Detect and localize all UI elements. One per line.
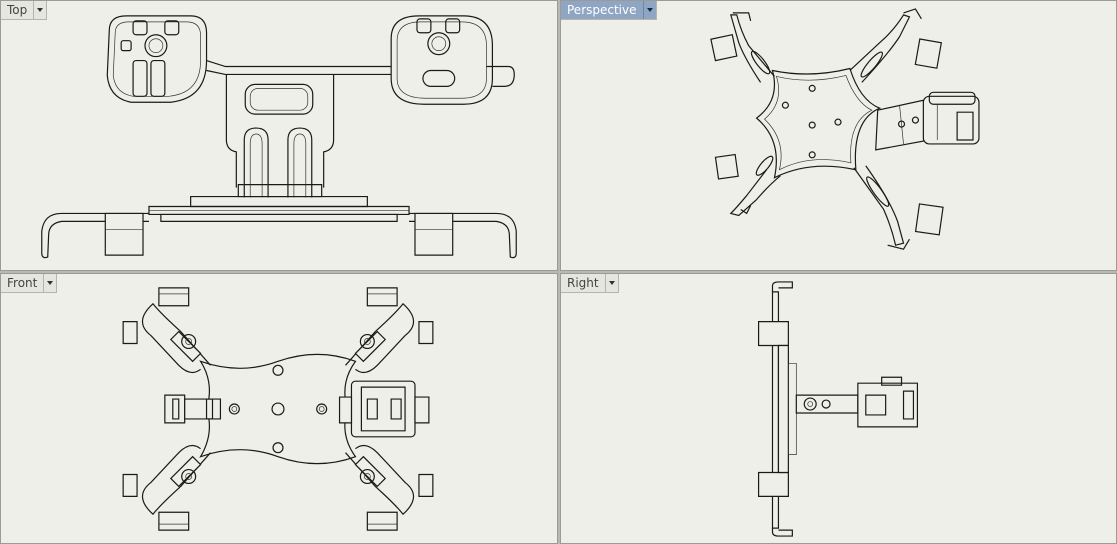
right-view-drawing[interactable] [561, 274, 1116, 543]
viewport-menu-button[interactable] [43, 274, 56, 292]
viewport-title[interactable]: Top [7, 3, 28, 17]
viewport-tab-perspective[interactable]: Perspective [561, 1, 657, 20]
viewport-title[interactable]: Front [7, 276, 38, 290]
viewport-tab-right[interactable]: Right [561, 274, 619, 293]
viewport-menu-button[interactable] [33, 1, 46, 19]
chevron-down-icon [47, 281, 54, 285]
viewport-menu-button[interactable] [604, 274, 618, 292]
chevron-down-icon [646, 8, 653, 12]
viewport-perspective[interactable]: Perspective [560, 0, 1117, 271]
perspective-view-drawing[interactable] [561, 1, 1116, 270]
viewport-tab-top[interactable]: Top [1, 1, 48, 20]
front-view-drawing[interactable] [1, 274, 557, 543]
viewport-title[interactable]: Right [567, 276, 599, 290]
viewport-menu-button[interactable] [642, 1, 656, 19]
viewport-tab-front[interactable]: Front [1, 274, 58, 293]
chevron-down-icon [37, 8, 44, 12]
top-view-drawing[interactable] [1, 1, 557, 270]
viewport-right[interactable]: Right [560, 273, 1117, 544]
chevron-down-icon [608, 281, 615, 285]
viewport-title[interactable]: Perspective [567, 3, 637, 17]
viewport-top[interactable]: Top [0, 0, 558, 271]
viewport-front[interactable]: Front [0, 273, 558, 544]
